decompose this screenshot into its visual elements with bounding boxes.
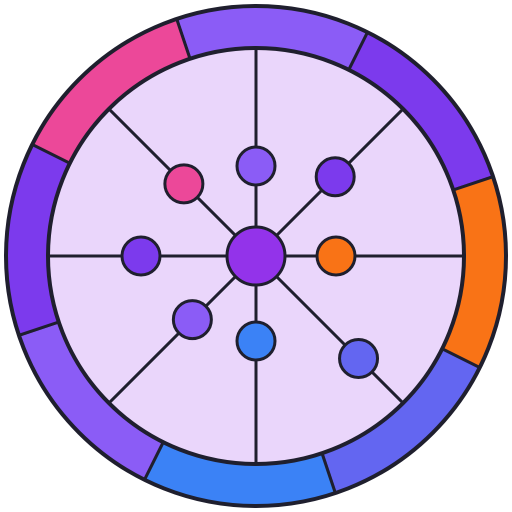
spoke bbox=[254, 254, 405, 405]
nodes bbox=[120, 145, 380, 380]
node bbox=[235, 145, 277, 187]
node bbox=[171, 299, 213, 341]
node bbox=[315, 235, 357, 277]
node bbox=[163, 163, 205, 205]
node bbox=[338, 338, 380, 380]
node bbox=[120, 235, 162, 277]
node bbox=[314, 156, 356, 198]
outer-ring bbox=[4, 4, 508, 508]
hub-node bbox=[225, 225, 287, 287]
outer-border bbox=[4, 4, 508, 508]
node bbox=[235, 320, 277, 362]
